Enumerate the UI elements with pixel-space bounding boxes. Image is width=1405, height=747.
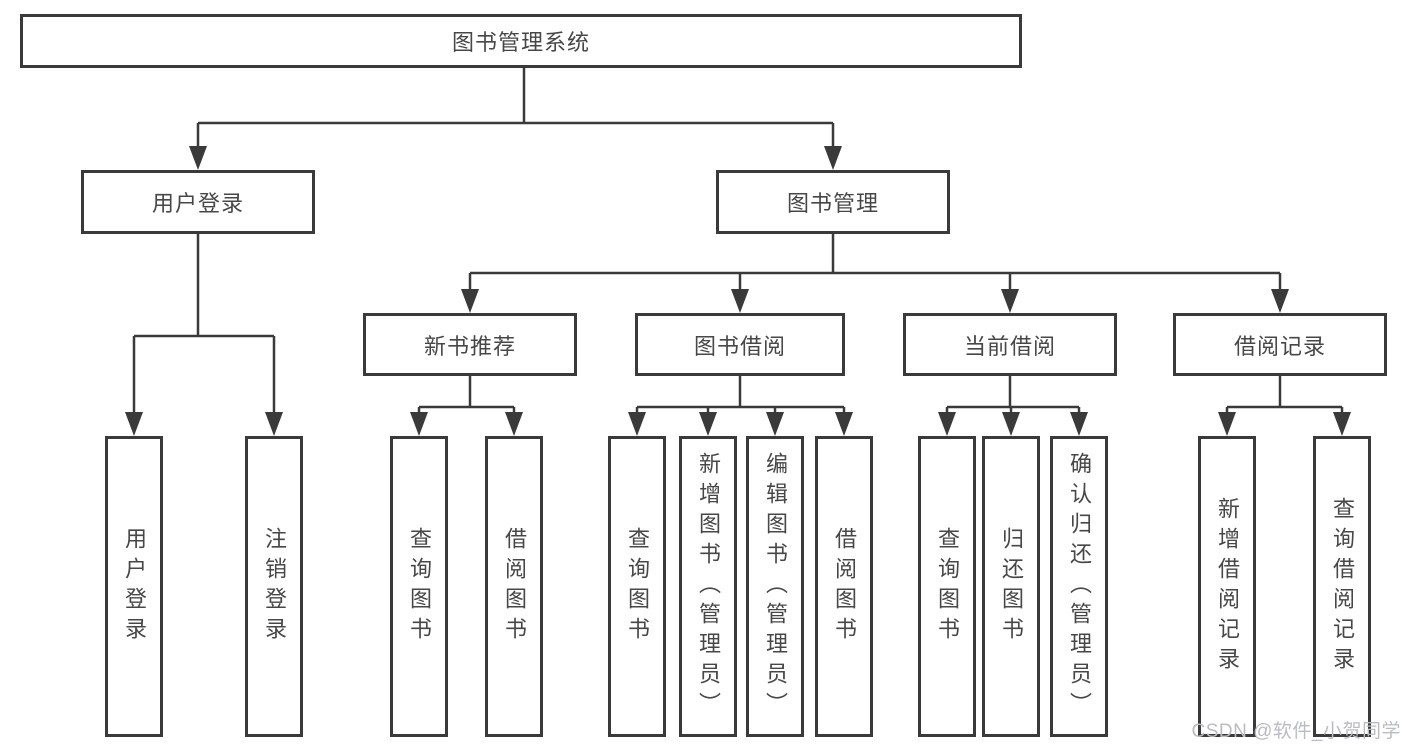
leaf-label: 借阅图书 — [832, 526, 857, 647]
leaf-borrow-books-recommend: 借阅图书 — [485, 436, 543, 737]
leaf-label: 注销登录 — [262, 526, 287, 647]
arrowhead-icon — [125, 412, 143, 436]
leaf-return-books: 归还图书 — [982, 436, 1040, 737]
leaf-label: 查询图书 — [407, 526, 432, 647]
node-label: 用户登录 — [151, 191, 244, 216]
node-user-login: 用户登录 — [81, 170, 315, 234]
arrowhead-icon — [699, 412, 717, 436]
arrowhead-icon — [938, 412, 956, 436]
leaf-label: 新增借阅记录 — [1215, 496, 1240, 677]
node-root: 图书管理系统 — [20, 14, 1022, 68]
leaf-confirm-return-admin: 确认归还（管理员） — [1050, 436, 1108, 737]
leaf-label: 查询图书 — [625, 526, 650, 647]
leaf-label: 归还图书 — [999, 526, 1024, 647]
leaf-borrow-books: 借阅图书 — [815, 436, 873, 737]
arrowhead-icon — [824, 146, 842, 170]
leaf-label: 用户登录 — [122, 526, 147, 647]
arrowhead-icon — [189, 146, 207, 170]
leaf-label: 新增图书（管理员） — [696, 451, 721, 722]
connector-records-to-leaves — [1225, 376, 1344, 414]
connector-root-to-level1 — [196, 68, 835, 150]
node-new-book-recommend: 新书推荐 — [363, 313, 577, 376]
arrowhead-icon — [1070, 412, 1088, 436]
arrowhead-icon — [628, 412, 646, 436]
leaf-logout: 注销登录 — [245, 436, 303, 737]
node-label: 借阅记录 — [1233, 333, 1326, 359]
leaf-label: 查询借阅记录 — [1330, 496, 1355, 677]
node-book-management: 图书管理 — [716, 170, 950, 234]
arrowhead-icon — [1271, 289, 1289, 313]
leaf-edit-books-admin: 编辑图书（管理员） — [746, 436, 804, 737]
arrowhead-icon — [731, 289, 749, 313]
arrowhead-icon — [1218, 412, 1236, 436]
leaf-query-books-borrow: 查询图书 — [608, 436, 666, 737]
csdn-watermark: CSDN @软件_小贺同学 — [1191, 721, 1401, 742]
leaf-add-borrow-record: 新增借阅记录 — [1198, 436, 1256, 737]
node-label: 当前借阅 — [963, 333, 1056, 359]
node-root-label: 图书管理系统 — [451, 30, 590, 55]
leaf-query-books-recommend: 查询图书 — [390, 436, 448, 737]
leaf-label: 借阅图书 — [502, 526, 527, 647]
connector-borrow-to-leaves — [635, 376, 846, 414]
arrowhead-icon — [1001, 289, 1019, 313]
arrowhead-icon — [410, 412, 428, 436]
arrowheads — [125, 146, 1351, 436]
node-label: 图书借阅 — [693, 333, 786, 359]
arrowhead-icon — [766, 412, 784, 436]
leaf-query-books-current: 查询图书 — [918, 436, 976, 737]
leaf-label: 确认归还（管理员） — [1067, 451, 1092, 722]
arrowhead-icon — [835, 412, 853, 436]
leaf-label: 编辑图书（管理员） — [763, 451, 788, 722]
node-borrow-records: 借阅记录 — [1173, 313, 1387, 376]
node-book-borrow: 图书借阅 — [635, 313, 845, 376]
arrowhead-icon — [265, 412, 283, 436]
connector-current-to-leaves — [945, 376, 1081, 414]
connector-recommend-to-leaves — [417, 376, 516, 414]
node-label: 新书推荐 — [423, 333, 516, 359]
arrowhead-icon — [1002, 412, 1020, 436]
connector-paths — [132, 68, 1344, 414]
connector-bookmgmt-to-categories — [468, 234, 1282, 292]
node-label: 图书管理 — [786, 191, 879, 216]
leaf-query-borrow-record: 查询借阅记录 — [1313, 436, 1371, 737]
leaf-add-books-admin: 新增图书（管理员） — [679, 436, 737, 737]
arrowhead-icon — [1333, 412, 1351, 436]
arrowhead-icon — [461, 289, 479, 313]
arrowhead-icon — [505, 412, 523, 436]
leaf-user-login: 用户登录 — [105, 436, 163, 737]
leaf-label: 查询图书 — [935, 526, 960, 647]
node-current-borrow: 当前借阅 — [903, 313, 1117, 376]
connector-userlogin-to-leaves — [132, 234, 276, 414]
